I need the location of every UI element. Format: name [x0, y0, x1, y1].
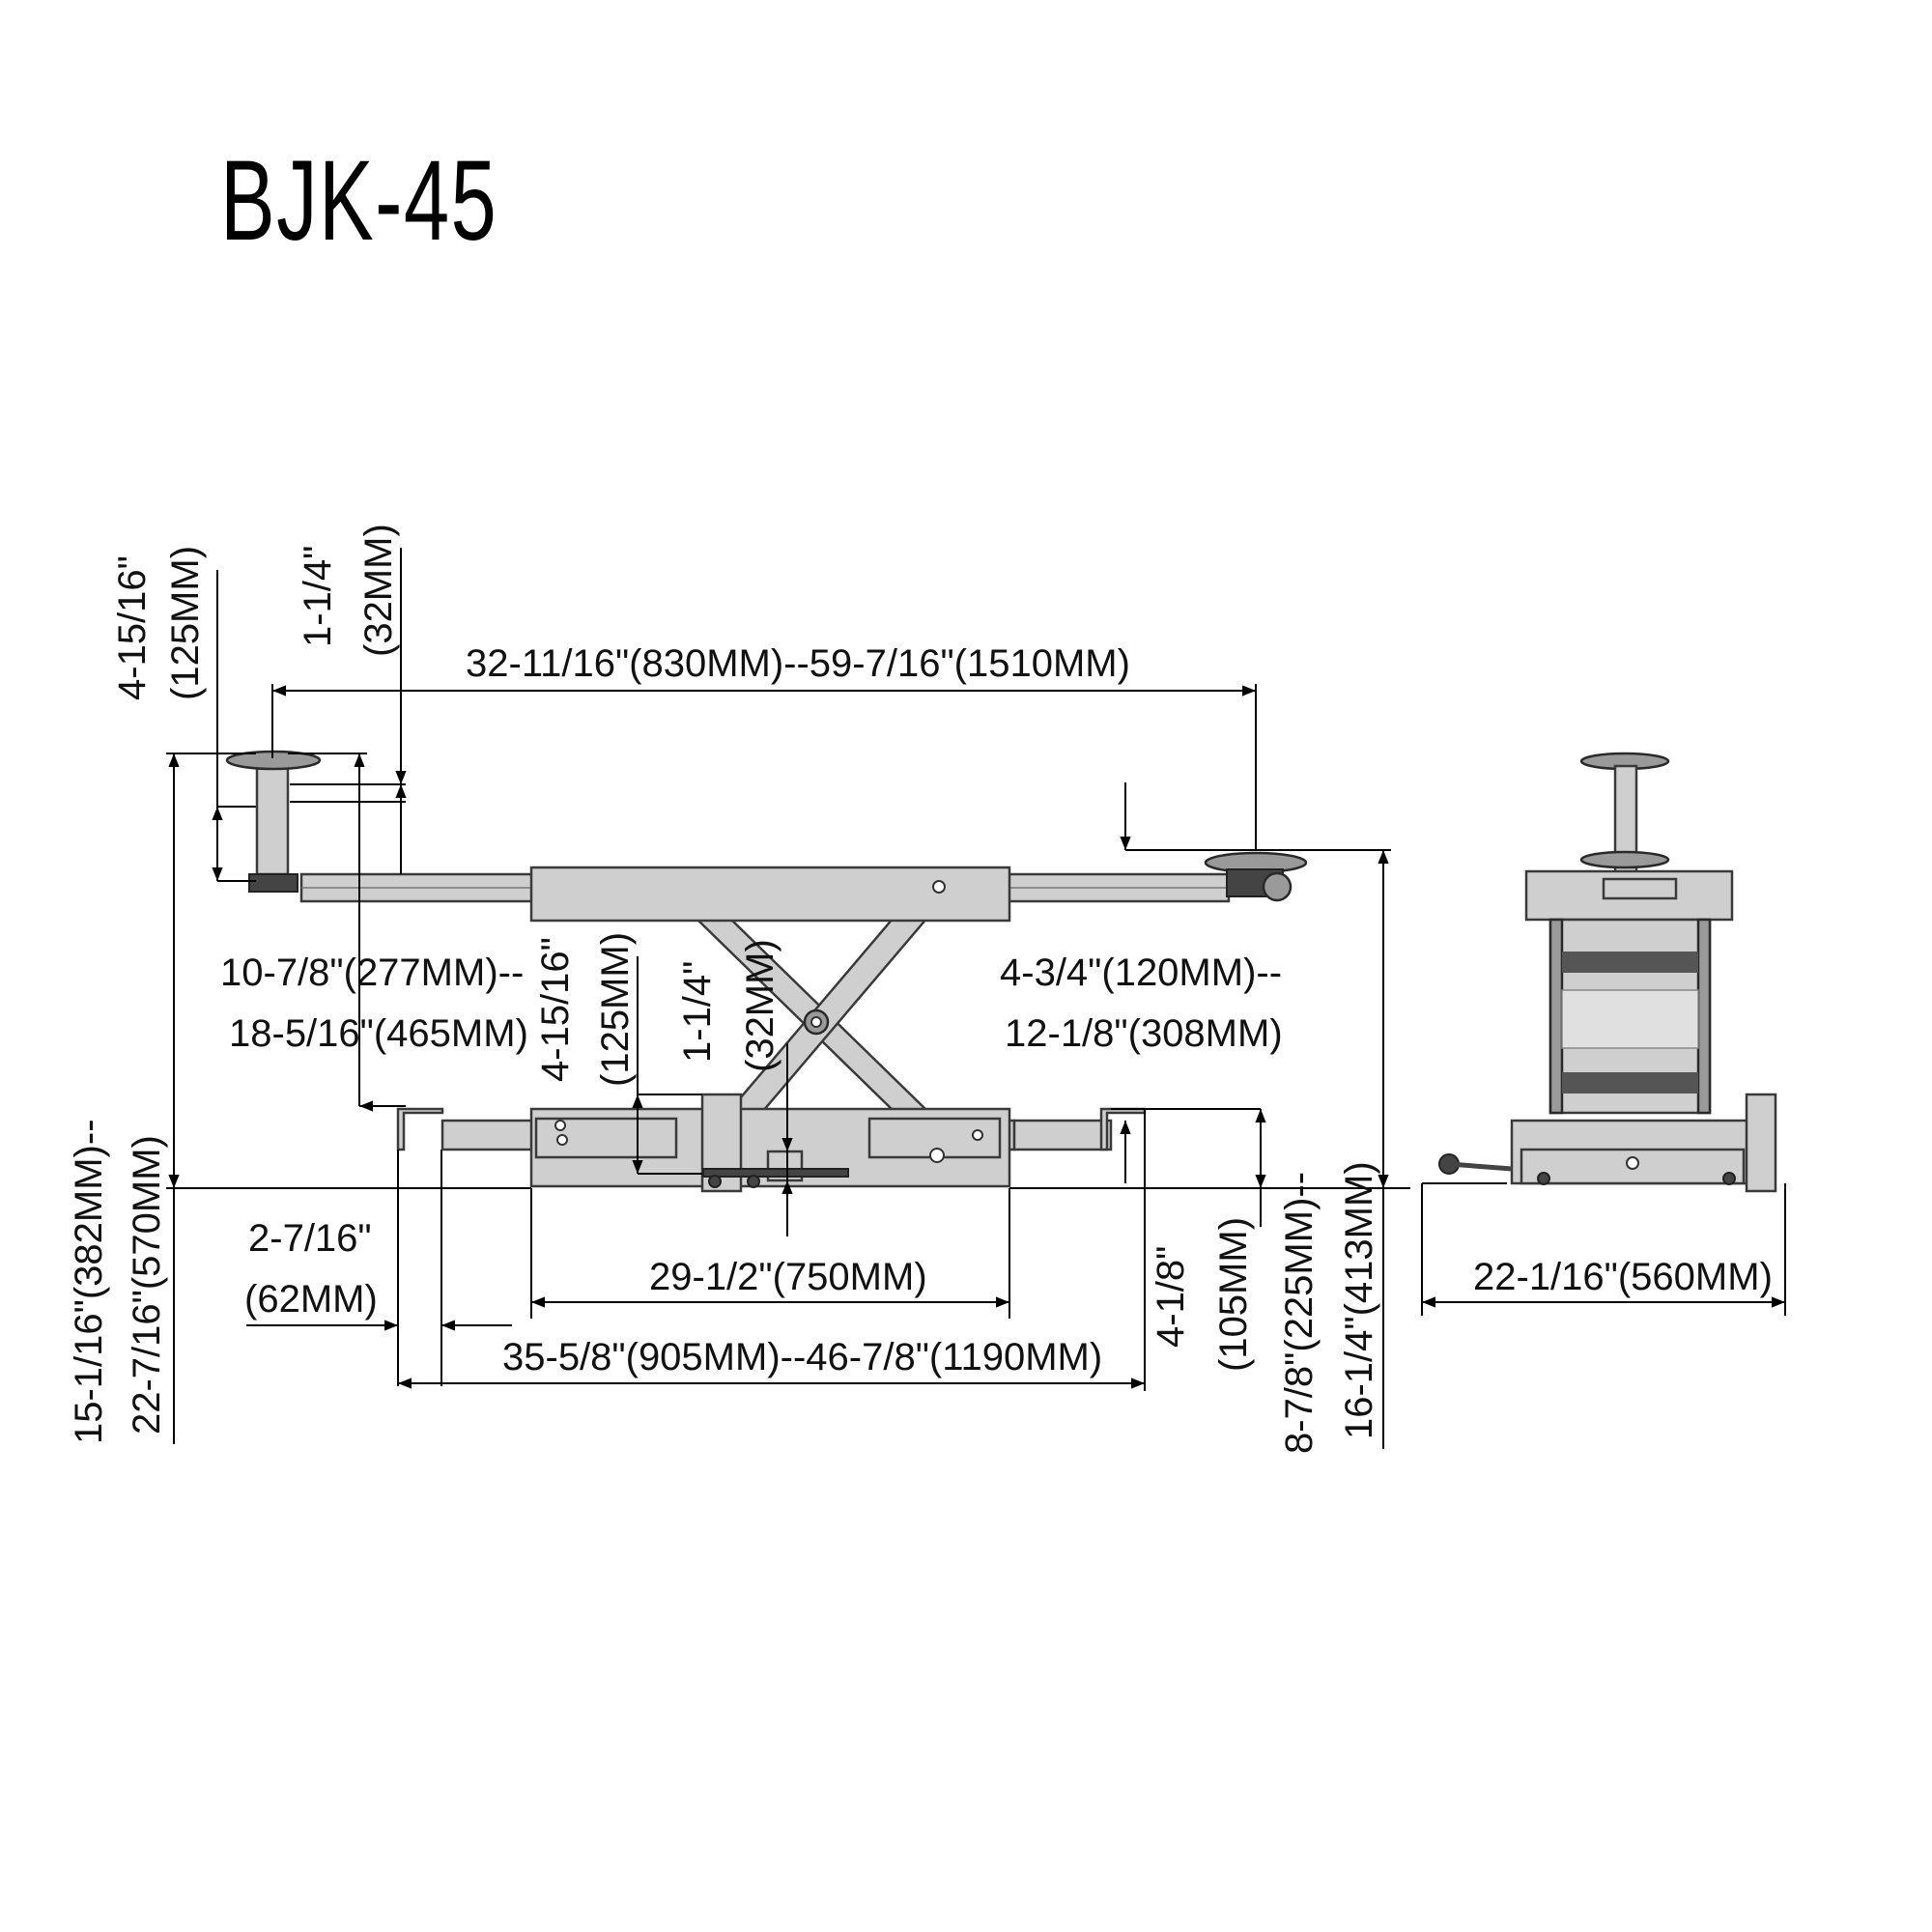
end-view: [1438, 752, 1777, 1193]
dim-base-pad-offset-mm: (32MM): [739, 939, 781, 1072]
base-frame: [396, 1093, 1147, 1193]
dim-overall-height-b: 22-7/16"(570MM): [126, 1135, 168, 1435]
top-arm-beam: [299, 866, 1231, 923]
dim-lift-height-b: 16-1/4"(413MM): [1338, 1161, 1380, 1439]
dim-arm-reach-b: 18-5/16"(465MM): [229, 1012, 528, 1055]
dim-base-pad-height-inch: 4-15/16": [534, 937, 577, 1082]
dim-lift-height-a: 8-7/8"(225MM)--: [1278, 1172, 1321, 1454]
dim-base-span: 35-5/8"(905MM)--46-7/8"(1190MM): [502, 1336, 1102, 1378]
scissor-mechanism: [692, 916, 931, 1113]
side-view: [225, 750, 1308, 1193]
dim-overall-height-a: 15-1/16"(382MM)--: [68, 1119, 110, 1444]
dim-arm-reach-a: 10-7/8"(277MM)--: [220, 952, 524, 994]
dim-end-width: 22-1/16"(560MM): [1473, 1256, 1773, 1298]
dim-pad-offset-mm: (32MM): [357, 524, 400, 657]
dim-right-pad-b: 12-1/8"(308MM): [1005, 1012, 1283, 1055]
dim-base-pad-offset-inch: 1-1/4": [676, 961, 719, 1063]
left-lift-pad: [225, 750, 322, 893]
dim-right-pad-a: 4-3/4"(120MM)--: [1000, 952, 1282, 994]
dim-pad-height-inch: 4-15/16": [111, 555, 154, 700]
dimension-labels: 4-15/16" (125MM) 1-1/4" (32MM) 32-11/16"…: [68, 524, 1773, 1454]
dim-arm-span: 32-11/16"(830MM)--59-7/16"(1510MM): [466, 642, 1130, 685]
dim-lip-mm: (105MM): [1212, 1217, 1255, 1372]
dim-base-pad-height-mm: (125MM): [594, 932, 637, 1087]
dim-lip-inch: 4-1/8": [1150, 1246, 1192, 1348]
model-title: BJK-45: [220, 137, 498, 265]
dim-foot-mm: (62MM): [244, 1278, 378, 1321]
dimension-lines: [166, 548, 1786, 1449]
right-lift-pad: [1204, 851, 1308, 902]
dim-pad-offset-inch: 1-1/4": [297, 546, 339, 647]
dim-foot-inch: 2-7/16": [248, 1217, 372, 1260]
dim-pad-height-mm: (125MM): [164, 546, 207, 700]
dim-body-length: 29-1/2"(750MM): [649, 1256, 927, 1298]
